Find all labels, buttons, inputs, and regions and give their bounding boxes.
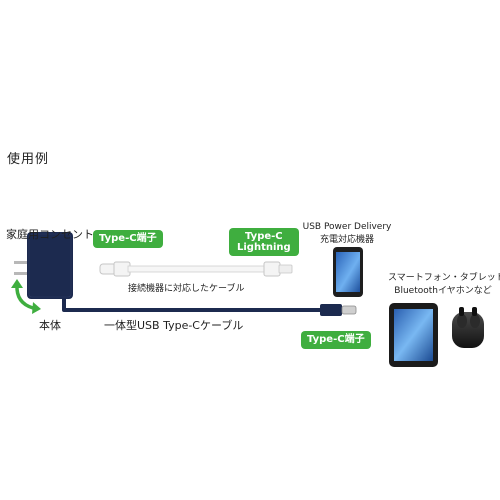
connection-cable [99,261,293,277]
pd-device-label: USB Power Delivery 充電対応機器 [297,222,397,245]
tablet-icon [389,303,438,367]
builtin-usb-c-cable [62,295,357,316]
devices-label-line2: Bluetoothイヤホンなど [394,286,492,296]
earbuds-icon [452,307,484,348]
type-c-terminal-tag: Type-C端子 [93,230,163,248]
rotate-arrow-icon [11,279,41,314]
smartphone-icon [333,247,363,297]
pd-device-label-line2: 充電対応機器 [319,235,374,245]
type-c-lightning-tag-line2: Lightning [237,242,291,253]
charger-icon [14,232,73,299]
page-title: 使用例 [7,152,50,167]
type-c-lightning-tag: Type-C Lightning [229,228,299,256]
connection-cable-label: 接続機器に対応したケーブル [128,284,245,294]
devices-label-line1: スマートフォン・タブレット [388,273,500,283]
type-c-lightning-tag-line1: Type-C [245,231,283,242]
outlet-label: 家庭用コンセント [6,228,94,241]
builtin-cable-label: 一体型USB Type-Cケーブル [104,319,244,332]
body-label: 本体 [39,319,61,332]
devices-label: スマートフォン・タブレット Bluetoothイヤホンなど [388,270,500,296]
type-c-terminal-tag-device: Type-C端子 [301,331,371,349]
pd-device-label-line1: USB Power Delivery [302,222,392,232]
